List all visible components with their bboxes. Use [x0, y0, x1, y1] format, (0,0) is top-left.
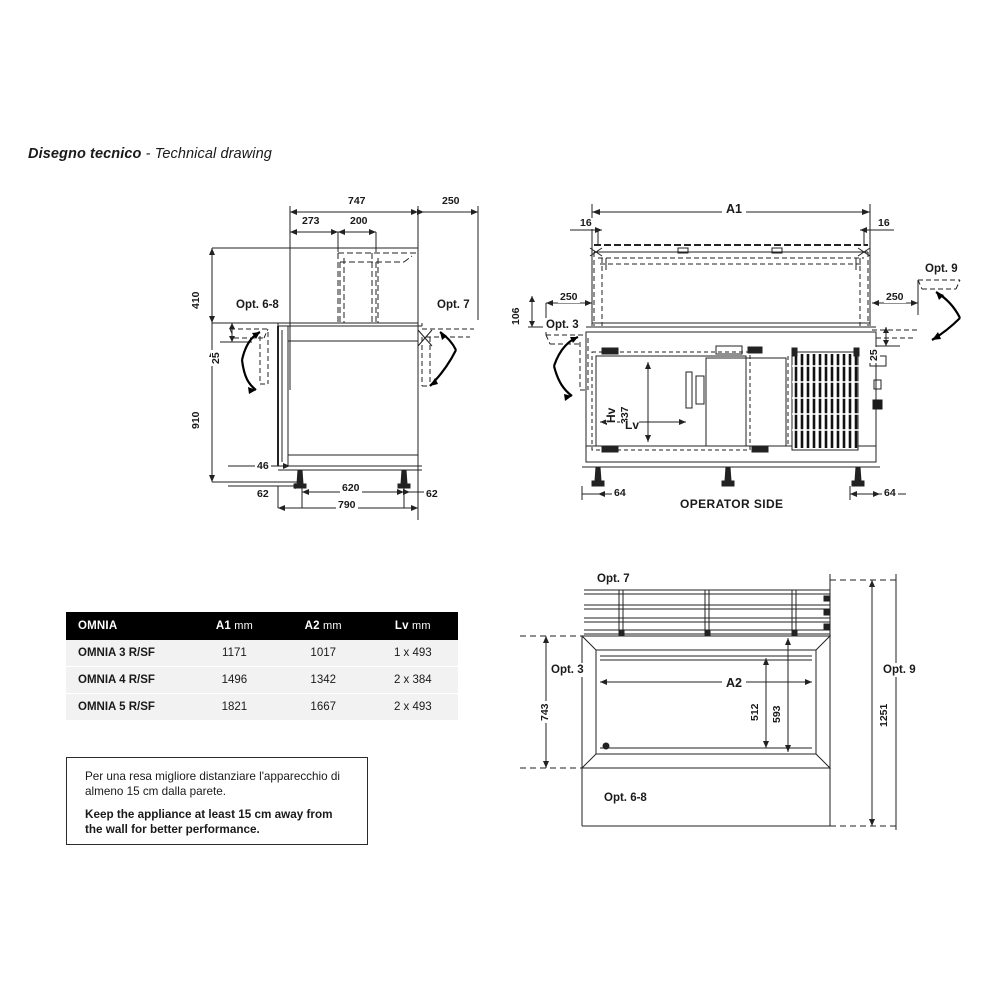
side-dim-250: 250	[440, 195, 462, 207]
table-header-a1: A1 mm	[190, 612, 279, 640]
side-dim-910: 910	[190, 409, 202, 431]
front-option-right-label: Opt. 9	[922, 262, 961, 276]
table-cell-a2: 1017	[278, 640, 368, 667]
front-dim-106: 106	[510, 305, 522, 327]
detail-dim-743: 743	[539, 701, 551, 723]
front-elevation-drawing	[528, 204, 961, 500]
table-cell-model: OMNIA 3 R/SF	[66, 640, 190, 667]
front-dim-64-right: 64	[882, 487, 898, 499]
front-dim-16-right: 16	[876, 217, 892, 229]
side-elevation-drawing	[209, 206, 479, 520]
side-dim-62-right: 62	[424, 488, 440, 500]
side-dim-62-left: 62	[255, 488, 271, 500]
side-option-left-label: Opt. 6-8	[233, 298, 282, 312]
table-header-row: OMNIA A1 mm A2 mm Lv mm	[66, 612, 458, 640]
page-title: Disegno tecnico - Technical drawing	[28, 146, 272, 162]
front-label-Lv: Lv	[625, 418, 640, 432]
table-cell-a1: 1171	[190, 640, 279, 667]
note-text-italian: Per una resa migliore distanziare l'appa…	[85, 770, 340, 798]
note-box: Per una resa migliore distanziare l'appa…	[66, 757, 368, 845]
side-dim-200: 200	[348, 215, 370, 227]
table-cell-lv: 2 x 384	[367, 666, 458, 694]
table-cell-a1: 1496	[190, 666, 279, 694]
front-caption-operator-side: OPERATOR SIDE	[680, 497, 784, 511]
detail-dim-593: 593	[771, 703, 783, 725]
page-title-separator: -	[141, 146, 155, 162]
detail-dim-A2: A2	[722, 676, 746, 690]
table-header-lv: Lv mm	[367, 612, 458, 640]
side-dim-747: 747	[346, 195, 368, 207]
table-row: OMNIA 3 R/SF 1171 1017 1 x 493	[66, 640, 458, 667]
note-text-english: Keep the appliance at least 15 cm away f…	[85, 808, 333, 836]
table-row: OMNIA 4 R/SF 1496 1342 2 x 384	[66, 666, 458, 694]
table-cell-a1: 1821	[190, 693, 279, 720]
side-option-right-label: Opt. 7	[434, 298, 473, 312]
side-dim-46: 46	[255, 460, 271, 472]
omnia-dimension-table: OMNIA A1 mm A2 mm Lv mm OMNIA 3 R/SF 117…	[66, 612, 458, 720]
table-cell-model: OMNIA 4 R/SF	[66, 666, 190, 694]
table-cell-lv: 1 x 493	[367, 640, 458, 667]
table-cell-a2: 1342	[278, 666, 368, 694]
detail-option-right-label: Opt. 9	[880, 663, 919, 677]
front-dim-A1: A1	[722, 202, 746, 216]
table-row: OMNIA 5 R/SF 1821 1667 2 x 493	[66, 693, 458, 720]
front-dim-64-left: 64	[612, 487, 628, 499]
front-dim-16-left: 16	[578, 217, 594, 229]
front-dim-25: 25	[868, 347, 880, 363]
opening-detail-drawing	[520, 574, 900, 830]
detail-option-left-label: Opt. 3	[548, 663, 587, 677]
detail-option-top-label: Opt. 7	[594, 572, 633, 586]
side-dim-273: 273	[300, 215, 322, 227]
side-dim-410: 410	[190, 289, 202, 311]
front-label-Hv: Hv	[604, 407, 618, 423]
front-option-left-label: Opt. 3	[543, 318, 582, 332]
front-dim-250-left: 250	[558, 291, 580, 303]
detail-dim-1251: 1251	[878, 701, 890, 729]
page-title-italian: Disegno tecnico	[28, 146, 142, 162]
side-dim-790: 790	[336, 499, 358, 511]
front-dim-250-right: 250	[884, 291, 906, 303]
table-cell-a2: 1667	[278, 693, 368, 720]
table-cell-lv: 2 x 493	[367, 693, 458, 720]
detail-option-bottom-label: Opt. 6-8	[601, 791, 650, 805]
table-header-a2: A2 mm	[278, 612, 368, 640]
page-title-english: Technical drawing	[154, 146, 272, 162]
table-cell-model: OMNIA 5 R/SF	[66, 693, 190, 720]
side-dim-620: 620	[340, 482, 362, 494]
table-header-omnia: OMNIA	[66, 612, 190, 640]
side-dim-25: 25	[210, 350, 222, 366]
detail-dim-512: 512	[749, 701, 761, 723]
